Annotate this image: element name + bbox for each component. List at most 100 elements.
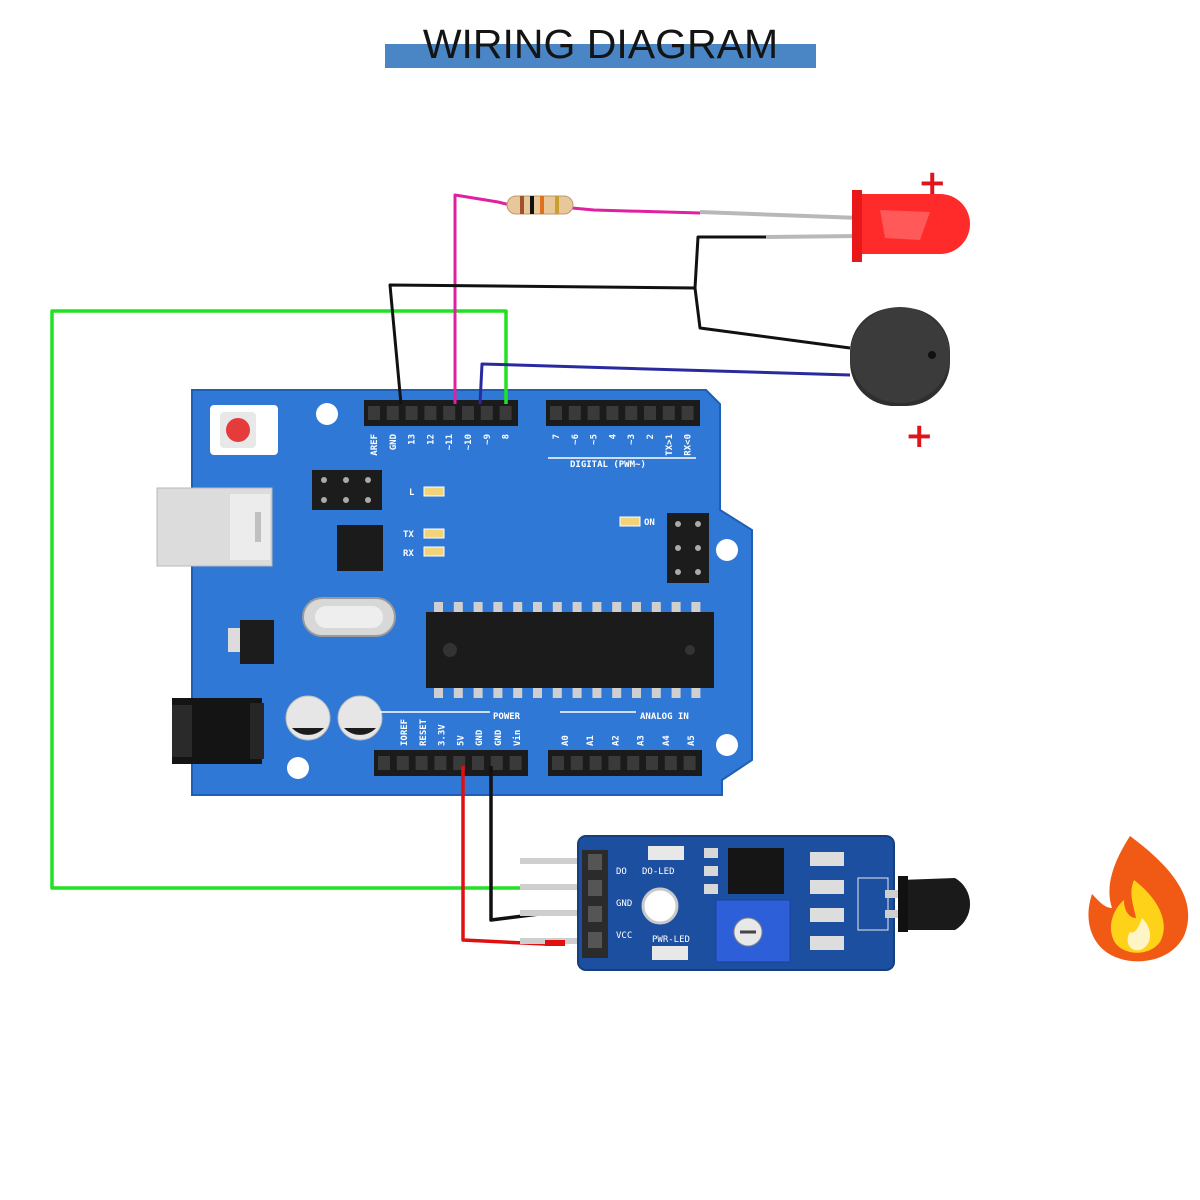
chip-pin: [453, 688, 463, 698]
chip-pin: [632, 602, 641, 612]
pin-label: 8: [502, 434, 512, 439]
pin-label: ~5: [590, 434, 600, 445]
header-socket: [405, 406, 418, 420]
chip-pin: [592, 602, 602, 612]
icsp-header-right: [667, 513, 709, 583]
chip-pins-top: [434, 602, 701, 612]
header-socket: [396, 756, 409, 770]
pin-label: A5: [687, 735, 697, 746]
wire-red-vcc: [461, 766, 546, 946]
header-socket: [552, 756, 564, 770]
header-socket: [386, 406, 399, 420]
header-socket: [625, 406, 638, 420]
svg-text:TX: TX: [403, 530, 414, 540]
sensor-pin-do: DO: [616, 867, 627, 877]
led-tx: TX: [403, 528, 445, 540]
pin-label: ~6: [571, 434, 581, 445]
pin-label: ~10: [464, 434, 474, 450]
pin-label: 13: [408, 434, 418, 445]
pin-label: 12: [426, 434, 436, 445]
pin-label: 5V: [456, 735, 466, 746]
pin-label: A4: [662, 735, 672, 746]
capacitor: [285, 695, 331, 741]
header-socket: [568, 406, 581, 420]
header-socket: [415, 756, 428, 770]
power-label: POWER: [493, 712, 521, 722]
pin-label: Vin: [512, 730, 523, 746]
header-sockets: [368, 406, 696, 770]
usb-chip: [337, 525, 383, 571]
dc-power-jack: [172, 698, 264, 764]
led-on: ON: [619, 516, 655, 528]
header-socket: [570, 756, 583, 770]
header-socket: [589, 756, 602, 770]
mount-hole: [716, 539, 738, 561]
svg-text:L: L: [409, 488, 415, 498]
header-socket: [462, 406, 474, 420]
chip-pin: [572, 688, 582, 698]
svg-text:RX: RX: [403, 549, 414, 559]
chip-pin: [513, 602, 523, 612]
led-l: L: [409, 486, 445, 498]
title-underline-bar: [385, 44, 816, 68]
header-socket: [683, 756, 696, 770]
chip-pin: [513, 688, 523, 698]
digital-label: DIGITAL (PWM~): [570, 460, 646, 470]
crystal-oscillator: [302, 597, 396, 637]
mount-hole: [287, 757, 309, 779]
reset-button[interactable]: [210, 405, 278, 455]
header-socket: [662, 406, 675, 420]
chip-pin: [691, 602, 701, 612]
chip-pin: [552, 688, 562, 698]
pin-label: GND: [475, 729, 485, 746]
led-icon: +: [699, 163, 970, 262]
header-socket: [664, 756, 677, 770]
header-socket: [550, 406, 562, 420]
chip-pin: [651, 688, 661, 698]
pin-label: IOREF: [400, 719, 410, 746]
pin-label: ~3: [627, 434, 637, 445]
usb-connector: [156, 487, 273, 567]
pin-label: GND: [389, 433, 399, 450]
chip-pin: [473, 602, 483, 612]
header-socket: [499, 406, 512, 420]
diagram-title: WIRING DIAGRAM: [422, 21, 779, 67]
icsp-header: [312, 470, 382, 510]
diagram-title-banner: WIRING DIAGRAM: [385, 20, 816, 70]
chip-pin: [493, 602, 503, 612]
pin-label: ~9: [483, 434, 493, 445]
mount-hole: [716, 734, 738, 756]
chip-pin: [453, 602, 463, 612]
wire-black-ground: [388, 235, 768, 405]
wire-magenta-led: [571, 206, 701, 215]
chip-pin: [434, 602, 443, 612]
pin-label: AREF: [370, 434, 380, 456]
wires: [50, 193, 851, 946]
chip-pin: [592, 688, 602, 698]
header-socket: [627, 756, 640, 770]
pin-label: A2: [611, 735, 621, 746]
mount-hole: [316, 403, 338, 425]
pin-label: TX>1: [665, 434, 675, 456]
pin-label: 3.3V: [438, 724, 448, 746]
chip-pin: [493, 688, 503, 698]
chip-pin: [632, 688, 641, 698]
chip-pin: [612, 688, 622, 698]
chip-pin: [671, 688, 681, 698]
header-socket: [608, 756, 621, 770]
do-led-label: DO-LED: [642, 867, 675, 877]
pin-label: ~11: [445, 434, 455, 450]
resistor-icon: [506, 195, 574, 215]
header-socket: [472, 756, 484, 770]
pin-label: 7: [552, 434, 562, 439]
digital-pin-labels-left: AREF GND 13 12 ~11 ~10 ~9 8: [370, 433, 512, 455]
sensor-pin-vcc: VCC: [616, 931, 632, 941]
pin-label: 2: [646, 434, 656, 439]
buzzer-polarity-plus: +: [905, 416, 934, 456]
header-socket: [644, 406, 656, 420]
wire-magenta-signal: [453, 193, 511, 404]
pwr-led-label: PWR-LED: [652, 935, 690, 945]
header-socket: [378, 756, 390, 770]
led-polarity-plus: +: [918, 163, 947, 203]
